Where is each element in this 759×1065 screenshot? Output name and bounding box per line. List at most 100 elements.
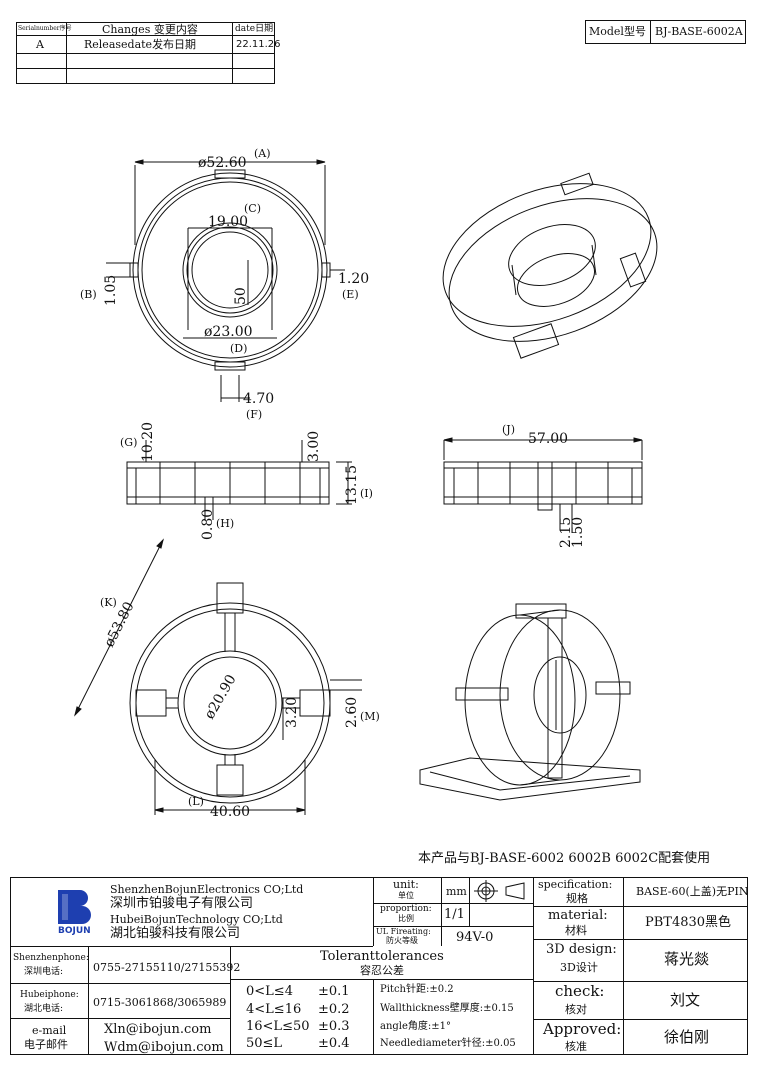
proportion-label-cn: 比例 <box>398 914 414 923</box>
design-label-cn: 3D设计 <box>560 961 598 974</box>
material-label-cn: 材料 <box>565 924 587 937</box>
dim-j: 57.00 <box>528 431 568 447</box>
tol-range-0: 0<L≤4 <box>246 984 293 999</box>
tol-other-3: Needlediameter针径:±0.05 <box>380 1038 516 1049</box>
dim-d-tag: (D) <box>230 342 247 355</box>
check-label-en: check: <box>555 982 605 1000</box>
dim-150: 1.50 <box>570 517 586 548</box>
email-label-cn: 电子邮件 <box>24 1038 68 1051</box>
projection-symbol-icon <box>474 880 525 902</box>
rev-change: Releasedate发布日期 <box>84 38 197 51</box>
hb-phone-label-cn: 湖北电话: <box>24 1004 64 1014</box>
tol-range-1: 4<L≤16 <box>246 1002 302 1017</box>
dim-l: 40.60 <box>210 804 250 820</box>
dim-e: 1.20 <box>338 271 369 287</box>
tol-value-1: ±0.2 <box>318 1002 350 1017</box>
model-value: BJ-BASE-6002A <box>655 25 743 38</box>
dim-215: 2.15 <box>558 517 574 548</box>
dim-m: 2.60 <box>344 697 360 728</box>
ul-label-en: UL Fireating: <box>376 927 431 936</box>
tol-value-3: ±0.4 <box>318 1036 350 1051</box>
proportion-value: 1/1 <box>444 907 465 922</box>
dim-m-tag: (M) <box>360 710 380 723</box>
tol-other-2: angle角度:±1° <box>380 1021 452 1032</box>
ul-value: 94V-0 <box>456 930 494 945</box>
dim-i: 13.15 <box>344 465 360 505</box>
dim-e-tag: (E) <box>342 288 359 301</box>
dim-d: ø23.00 <box>204 324 253 340</box>
hb-phone: 0715-3061868/3065989 <box>93 996 227 1009</box>
rev-serial: A <box>36 38 44 51</box>
model-label: Model型号 <box>589 25 646 38</box>
email-1[interactable]: Xln@ibojun.com <box>104 1022 212 1037</box>
dim-g: 10.20 <box>140 422 156 462</box>
dim-h: 0.80 <box>200 509 216 540</box>
dim-f-tag: (F) <box>246 408 262 421</box>
tol-range-2: 16<L≤50 <box>246 1019 310 1034</box>
design-value: 蒋光燚 <box>664 950 710 968</box>
approved-value: 徐伯刚 <box>664 1028 710 1046</box>
tol-value-0: ±0.1 <box>318 984 350 999</box>
spec-value: BASE-60(上盖)无PIN <box>636 885 749 898</box>
company-cn-1: 深圳市铂骏电子有限公司 <box>110 896 254 911</box>
tol-value-2: ±0.3 <box>318 1019 350 1034</box>
bottom-view <box>74 538 362 815</box>
spec-label-en: specification: <box>538 878 613 891</box>
ul-label-cn: 防火等级 <box>386 936 418 945</box>
dim-l-tag: (L) <box>188 795 204 808</box>
dim-h-tag: (H) <box>216 517 234 530</box>
dim-b-tag: (B) <box>80 288 97 301</box>
product-note: 本产品与BJ-BASE-6002 6002B 6002C配套使用 <box>418 851 711 866</box>
iso-view-assembly <box>419 603 641 801</box>
design-label-en: 3D design: <box>546 942 617 957</box>
dim-depth: 50 <box>233 287 249 305</box>
dim-a: ø52.60 <box>198 155 247 171</box>
dim-step: 3.00 <box>306 431 322 462</box>
technical-drawing: ø52.60 (A) (C) 19.00 ø23.00 (D) (B) 1.05… <box>74 147 658 820</box>
dim-k-tag: (K) <box>100 596 117 609</box>
logo-text: BOJUN <box>58 926 91 936</box>
email-2[interactable]: Wdm@ibojun.com <box>104 1040 224 1055</box>
sz-phone-label-cn: 深圳电话: <box>24 967 64 977</box>
material-label-en: material: <box>548 908 608 923</box>
proportion-label-en: proportion: <box>380 904 432 914</box>
dim-inner: ø20.90 <box>202 672 240 722</box>
sz-phone-label-en: Shenzhenphone: <box>13 953 89 963</box>
dim-a-tag: (A) <box>254 147 271 160</box>
company-en-2: HubeiBojunTechnology CO;Ltd <box>110 913 283 926</box>
tol-title-en: Toleranttolerances <box>320 949 444 964</box>
company-cn-2: 湖北铂骏科技有限公司 <box>110 926 241 941</box>
top-view <box>106 159 345 402</box>
dim-f: 4.70 <box>243 391 274 407</box>
dim-slot: 3.20 <box>284 697 300 728</box>
rev-date: 22.11.26 <box>236 39 281 50</box>
check-label-cn: 核对 <box>565 1003 587 1016</box>
spec-label-cn: 规格 <box>566 892 588 905</box>
dim-b: 1.05 <box>103 275 119 306</box>
unit-label-en: unit: <box>393 878 419 891</box>
company-en-1: ShenzhenBojunElectronics CO;Ltd <box>110 883 304 896</box>
side-view <box>443 437 643 530</box>
sz-phone: 0755-27155110/27155392 <box>93 961 241 974</box>
tol-other-1: Wallthickness壁厚度:±0.15 <box>380 1003 514 1014</box>
email-label-en: e-mail <box>32 1024 67 1037</box>
dim-j-tag: (J) <box>502 423 515 436</box>
rev-header-date: date日期 <box>235 24 274 34</box>
bojun-logo-icon <box>58 890 91 924</box>
tol-range-3: 50≤L <box>246 1036 283 1051</box>
iso-view-top <box>442 172 658 359</box>
tol-title-cn: 容忍公差 <box>360 964 404 977</box>
check-value: 刘文 <box>670 991 701 1009</box>
front-view <box>126 440 352 520</box>
rev-header-serial: Serialnumber序号 <box>18 25 72 32</box>
dim-g-tag: (G) <box>120 436 137 449</box>
unit-value: mm <box>446 885 467 898</box>
tol-other-0: Pitch针距:±0.2 <box>380 984 454 995</box>
dim-c: 19.00 <box>208 214 248 230</box>
dim-i-tag: (I) <box>360 487 373 500</box>
dim-c-tag: (C) <box>244 202 261 215</box>
unit-label-cn: 单位 <box>398 891 414 900</box>
approved-label-en: Approved: <box>543 1020 622 1038</box>
hb-phone-label-en: Hubeiphone: <box>20 990 79 1000</box>
approved-label-cn: 核准 <box>565 1040 587 1053</box>
